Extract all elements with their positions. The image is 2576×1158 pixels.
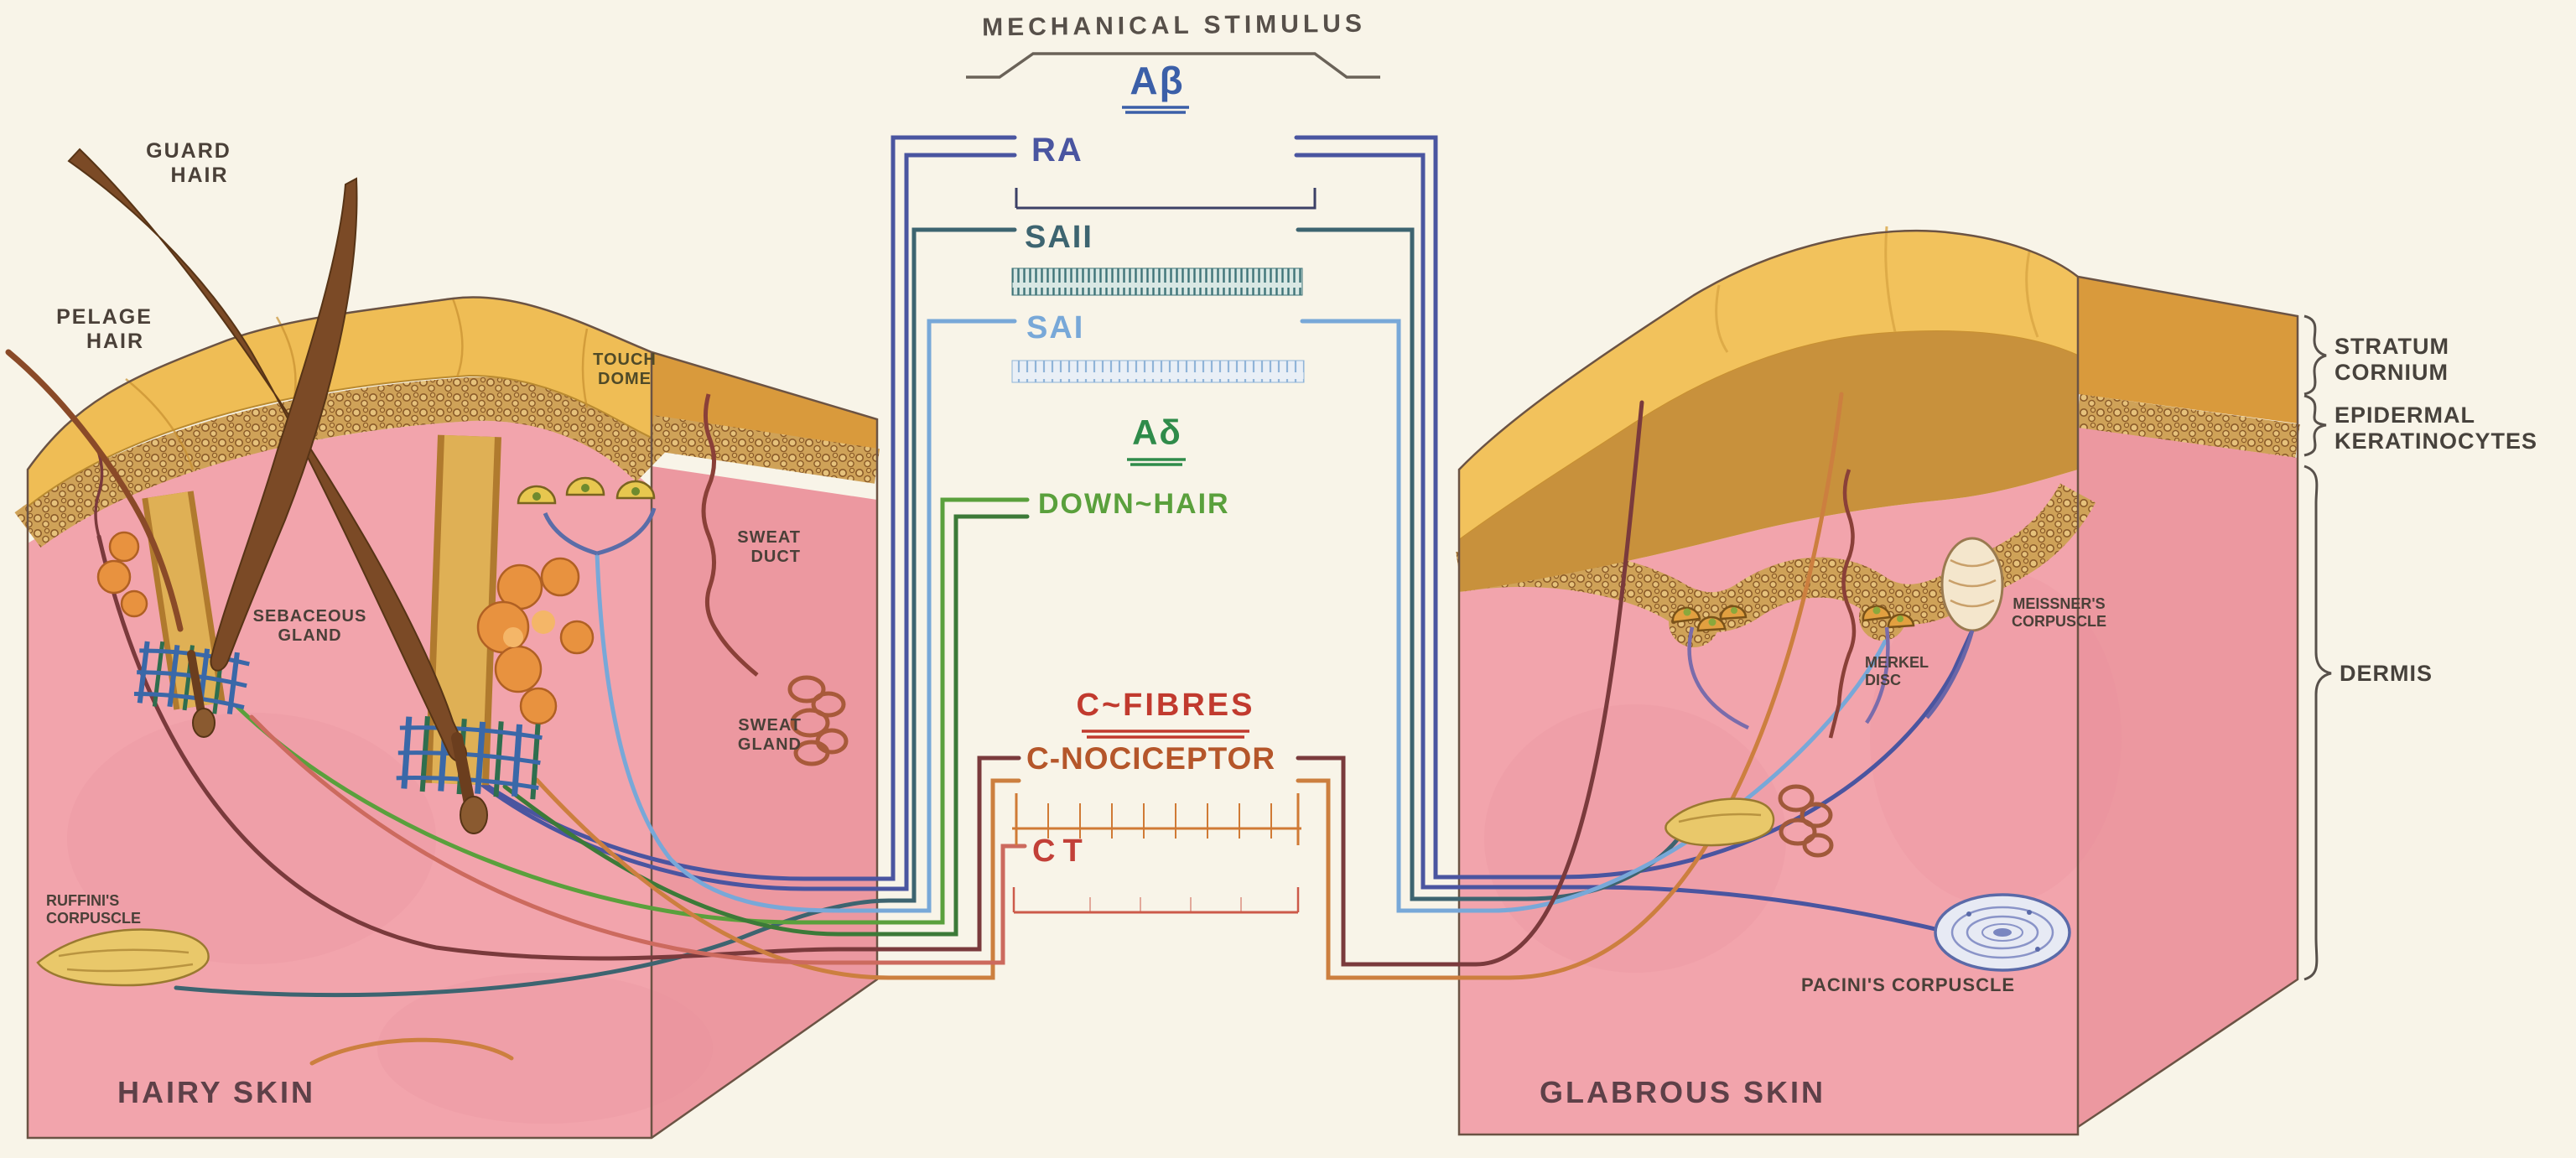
pelage-hair-label: PELAGE HAIR (44, 305, 165, 354)
ct-fiber-path (249, 714, 1027, 965)
sai-fiber-left-path (595, 319, 1017, 913)
diagram-title: MECHANICAL STIMULUS (981, 9, 1367, 42)
pelage-hair-line2: HAIR (86, 329, 145, 353)
sebaceous-gland-lobules (96, 531, 595, 725)
ct-fiber-loop (309, 1037, 514, 1066)
glabrous-skin-caption: GLABROUS SKIN (1540, 1075, 1826, 1109)
free-nerve-ending (94, 447, 104, 538)
ra-label: RA (1031, 132, 1083, 169)
stratum-cornium-label: STRATUM CORNIUM (2334, 334, 2449, 386)
ruffini-corpuscle (36, 928, 210, 987)
glabrous-side-dermis (2078, 428, 2298, 1127)
dermal-spindle (1665, 797, 1775, 847)
pelage-hair-bulb (192, 708, 216, 738)
touch-dome-label: TOUCH DOME (570, 351, 679, 389)
guard-hair-line2: HAIR (170, 163, 229, 187)
pelage-hair-line1: PELAGE (56, 305, 153, 329)
meissner-corpuscle (1925, 537, 2004, 719)
glabrous-front-dermis (1459, 470, 2078, 1135)
stratum-line2: CORNIUM (2334, 360, 2449, 386)
pacinian-corpuscle (1934, 893, 2071, 972)
ruffinis-line2: CORPUSCLE (46, 909, 142, 927)
c-nociceptor-fiber-left-inner (534, 777, 1021, 980)
glabrous-side-epidermis (2075, 394, 2300, 458)
pelage-hair-shaft (5, 349, 184, 632)
glabrous-block-outline (1457, 229, 2299, 1136)
stimulus-brace (966, 52, 1380, 79)
sweat-duct-line1: SWEAT (737, 528, 801, 547)
glabrous-skin-block (1456, 226, 2300, 1136)
merkel-line2: DISC (1865, 671, 1902, 688)
epidermal-line2: KERATINOCYTES (2334, 428, 2538, 454)
merkel-disc-cluster-left (1671, 605, 1749, 730)
touch-dome-receptor (517, 476, 657, 556)
response-traces (1011, 188, 1317, 914)
ct-response-trace (1012, 887, 1300, 914)
saii-label: SAII (1025, 220, 1093, 255)
guard-hair-line1: GUARD (146, 139, 231, 163)
ra-fiber-left-path-2 (454, 153, 1017, 891)
sebaceous-gland-line1: SEBACEOUS (252, 607, 367, 626)
awl-hair-shaft (210, 177, 358, 672)
c-nociceptor-fiber-right-outer (1296, 400, 1644, 967)
hairy-structures (5, 148, 849, 987)
guard-hair-label: GUARD HAIR (126, 139, 252, 188)
down-hair-fiber-path-2 (502, 514, 1030, 937)
a-beta-header: Aβ (1130, 59, 1185, 102)
sai-label: SAI (1026, 310, 1085, 345)
meissners-line2: CORPUSCLE (2011, 612, 2106, 630)
hairy-skin-caption: HAIRY SKIN (117, 1075, 316, 1109)
sweat-duct-line2: DUCT (750, 548, 801, 566)
epidermal-line1: EPIDERMAL (2334, 402, 2476, 428)
dermis-label: DERMIS (2340, 661, 2433, 686)
a-delta-header: Aδ (1132, 413, 1182, 452)
sebaceous-gland-line2: GLAND (278, 626, 342, 645)
epidermal-keratinocytes-label: EPIDERMAL KERATINOCYTES (2334, 402, 2537, 454)
saii-response-trace (1011, 267, 1303, 296)
ra-response-trace (1015, 188, 1317, 210)
glabrous-side-stratum (2078, 277, 2298, 423)
c-nociceptor-label: C-NOCICEPTOR (1026, 741, 1276, 776)
c-fibres-header: C~FIBRES (1076, 688, 1255, 723)
pacinis-corpuscle-label: PACINI'S CORPUSCLE (1801, 974, 2016, 995)
meissners-corpuscle-label: MEISSNER'S CORPUSCLE (1994, 595, 2124, 630)
c-nociceptor-response-trace (1012, 793, 1301, 845)
sweat-gland-line2: GLAND (737, 735, 802, 754)
meissners-line1: MEISSNER'S (2012, 595, 2106, 612)
down-hair-label: DOWN~HAIR (1038, 488, 1230, 520)
guard-hair-bulb (460, 796, 488, 834)
glabrous-stratum-cut (1459, 331, 2078, 592)
touch-dome-line1: TOUCH (593, 351, 657, 369)
hairy-side-epidermis (648, 415, 880, 484)
merkel-disc-label: MERKEL DISC (1865, 654, 1957, 688)
sweat-gland-line1: SWEAT (738, 716, 802, 735)
fiber-lines (94, 135, 1975, 1066)
merkel-line1: MERKEL (1865, 654, 1929, 671)
dermis-brace (2303, 465, 2332, 981)
sweat-gland-label: SWEAT GLAND (694, 716, 802, 755)
glabrous-structures (1665, 469, 2071, 972)
down-hair-fiber-path (234, 497, 1030, 925)
sweat-duct-path (701, 393, 759, 677)
stratum-line1: STRATUM (2334, 334, 2449, 359)
sweat-duct-label: SWEAT DUCT (713, 528, 801, 567)
header-underlines (1082, 106, 1249, 739)
merkel-disc-cluster-right (1862, 605, 1915, 724)
glabrous-sweat-gland-coil (1778, 784, 1834, 858)
ruffinis-corpuscle-label: RUFFINI'S CORPUSCLE (46, 892, 189, 927)
saii-fiber-left-path (174, 227, 1017, 998)
ruffinis-line1: RUFFINI'S (46, 892, 120, 909)
touch-dome-line2: DOME (598, 370, 652, 388)
sweat-gland-coil (787, 675, 849, 766)
glabrous-sweat-duct (1828, 469, 1857, 739)
epidermal-keratinocytes-brace (2303, 394, 2327, 457)
layer-braces (2303, 314, 2332, 981)
ct-label: CT (1032, 833, 1090, 869)
sai-response-trace (1011, 360, 1305, 383)
stratum-cornium-brace (2303, 314, 2327, 396)
hairy-block-outline (26, 296, 879, 1140)
sebaceous-gland-label: SEBACEOUS GLAND (245, 607, 375, 646)
